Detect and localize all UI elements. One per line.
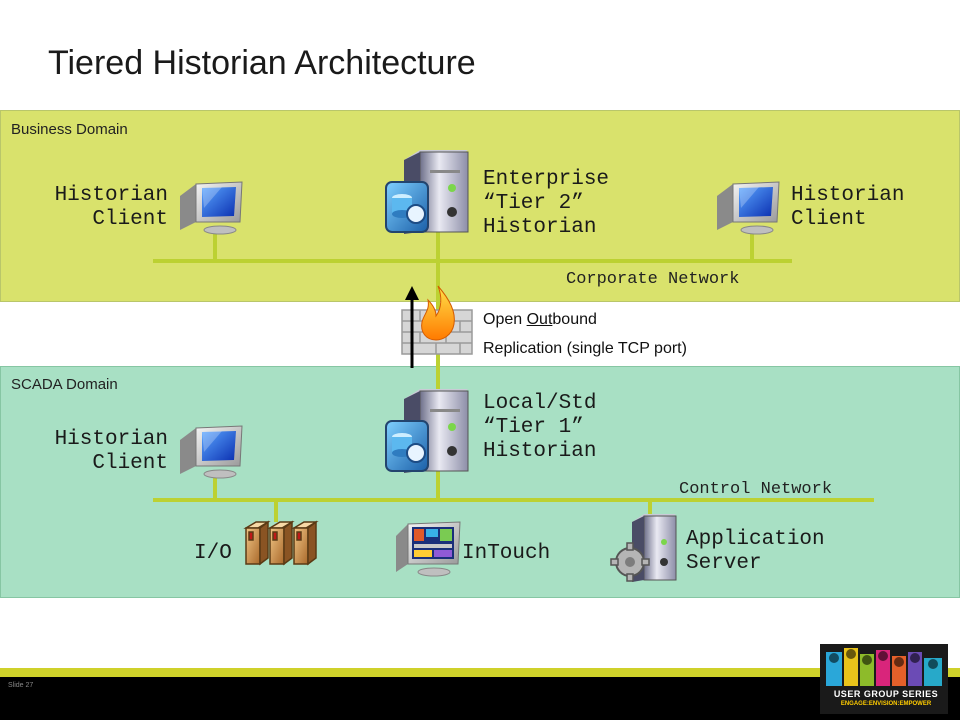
client-label-line: Client [92, 208, 168, 231]
monitor-icon [180, 181, 243, 235]
server-label-line: Local/Std [483, 392, 597, 415]
firewall-line-1: Open Outbound [483, 311, 597, 329]
business-domain-zone: Business Domain [0, 110, 960, 302]
client-label-line: Client [791, 208, 867, 231]
local-historian-label: Local/Std “Tier 1” Historian [483, 392, 596, 464]
footer-accent-line [0, 668, 960, 677]
intouch-label: InTouch [462, 542, 551, 565]
monitor-icon [717, 181, 780, 235]
client-label-line: Client [92, 452, 168, 475]
server-label-line: “Tier 2” [483, 192, 584, 215]
scada-client-label: Historian Client [40, 428, 168, 476]
application-server-icon [610, 514, 677, 582]
firewall-icon [401, 285, 473, 368]
client-label-line: Historian [54, 184, 168, 207]
server-label-line: Enterprise [483, 168, 610, 191]
server-database-icon [385, 150, 469, 234]
app-server-label-line: Server [686, 552, 762, 575]
firewall-text-bound: bound [552, 311, 597, 328]
firewall-text-out: Out [526, 311, 553, 328]
server-label-line: Historian [483, 440, 597, 463]
business-right-client-label: Historian Client [791, 184, 904, 232]
intouch-screen-icon [396, 521, 461, 577]
monitor-icon [180, 425, 243, 479]
io-label: I/O [194, 542, 232, 565]
firewall-line-2: Replication (single TCP port) [483, 340, 687, 357]
slide-number: Slide 27 [8, 682, 34, 689]
firewall-text-open: Open [483, 311, 527, 328]
control-network-label: Control Network [679, 480, 833, 499]
server-label-line: Historian [483, 216, 597, 239]
logo-tagline: ENGAGE:ENVISION:EMPOWER [840, 701, 932, 707]
server-database-icon [385, 389, 469, 473]
business-domain-label: Business Domain [11, 121, 128, 138]
user-group-series-logo [820, 644, 948, 714]
server-label-line: “Tier 1” [483, 416, 584, 439]
logo-script-text: Wonderware [906, 636, 946, 643]
enterprise-historian-label: Enterprise “Tier 2” Historian [483, 168, 609, 240]
footer-bar [0, 677, 960, 720]
slide-title: Tiered Historian Architecture [48, 44, 476, 82]
client-label-line: Historian [54, 428, 168, 451]
io-boxes-icon [243, 520, 319, 566]
app-server-label-line: Application [686, 528, 825, 551]
business-left-client-label: Historian Client [40, 184, 168, 232]
application-server-label: Application Server [686, 528, 825, 576]
logo-title: USER GROUP SERIES [833, 689, 939, 699]
client-label-line: Historian [791, 184, 905, 207]
corporate-network-label: Corporate Network [566, 270, 740, 289]
scada-domain-label: SCADA Domain [11, 376, 118, 393]
